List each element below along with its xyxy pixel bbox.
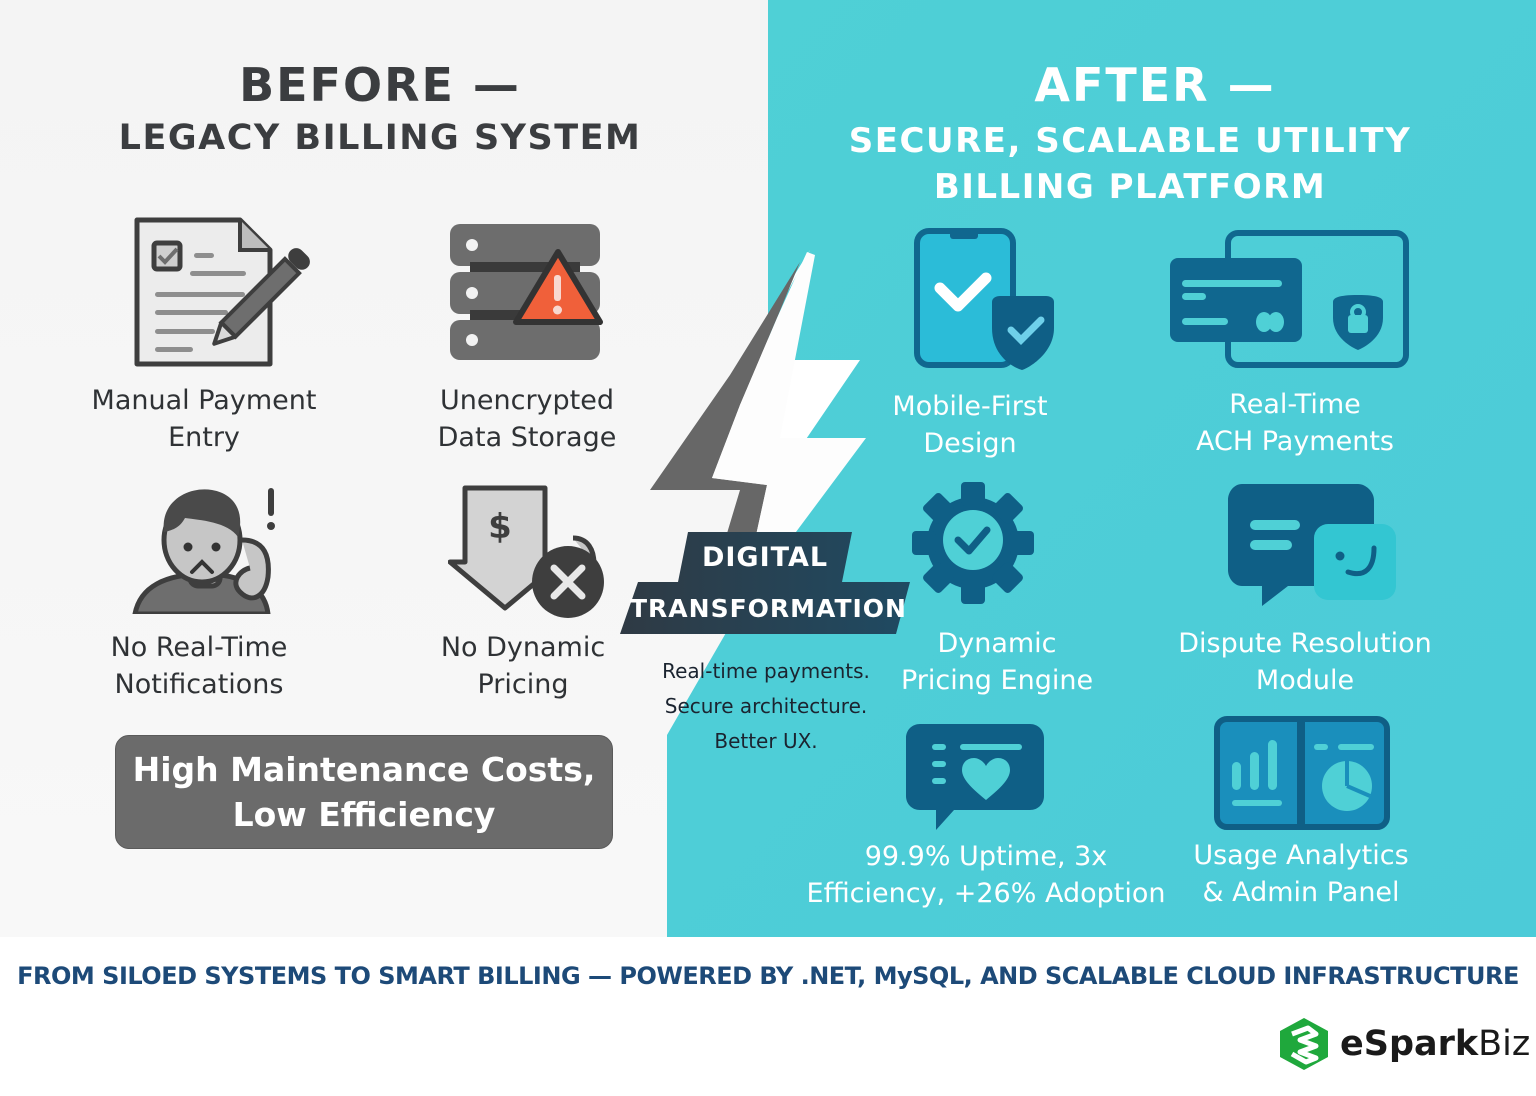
after-item-ach-payments: Real-Time ACH Payments <box>1170 386 1420 460</box>
transformation-tagline: Real-time payments. Secure architecture.… <box>630 654 902 759</box>
analytics-dashboard-icon <box>1214 716 1390 830</box>
label-line: & Admin Panel <box>1202 877 1400 908</box>
esparkbiz-logo-icon <box>1280 1018 1328 1070</box>
after-item-dynamic-pricing: Dynamic Pricing Engine <box>884 625 1110 699</box>
label-line: Pricing Engine <box>900 665 1094 696</box>
label-line: Pricing <box>477 669 569 700</box>
after-subtitle-line1: SECURE, SCALABLE UTILITY <box>848 121 1412 161</box>
before-subtitle: LEGACY BILLING SYSTEM <box>118 118 642 158</box>
label-line: Data Storage <box>437 422 617 453</box>
label-line: Mobile-First <box>892 391 1048 422</box>
document-pencil-icon <box>134 217 310 367</box>
svg-text:$: $ <box>488 507 512 547</box>
after-item-mobile-first: Mobile-First Design <box>860 388 1080 462</box>
after-item-uptime-metrics: 99.9% Uptime, 3x Efficiency, +26% Adopti… <box>782 838 1190 912</box>
label-line: Dynamic <box>937 628 1057 659</box>
before-item-no-notifications: No Real-Time Notifications <box>70 629 328 703</box>
after-item-dispute-resolution: Dispute Resolution Module <box>1160 625 1450 699</box>
label-line: Usage Analytics <box>1193 840 1409 871</box>
brand-name-bold: eSpark <box>1340 1024 1479 1064</box>
label-line: Real-Time <box>1229 389 1361 420</box>
before-item-manual-payment: Manual Payment Entry <box>70 382 338 456</box>
badge-line-digital: DIGITAL <box>701 542 829 573</box>
tagline-line2: Secure architecture. <box>664 694 868 718</box>
label-line: Notifications <box>114 669 284 700</box>
label-line: Module <box>1255 665 1355 696</box>
price-down-x-icon: $ <box>448 485 604 618</box>
footer-tagline: FROM SILOED SYSTEMS TO SMART BILLING — P… <box>17 962 1519 990</box>
after-title: AFTER — <box>1034 58 1276 112</box>
label-line: Manual Payment <box>91 385 317 416</box>
after-item-usage-analytics: Usage Analytics & Admin Panel <box>1176 837 1426 911</box>
label-line: ACH Payments <box>1195 426 1394 457</box>
brand-name: eSparkBiz <box>1340 1024 1530 1064</box>
before-title: BEFORE — <box>239 58 521 112</box>
after-subtitle-line2: BILLING PLATFORM <box>933 167 1327 207</box>
label-line: No Real-Time <box>110 632 288 663</box>
brand-name-regular: Biz <box>1478 1024 1531 1064</box>
lightning-bolt-icon <box>650 250 866 540</box>
label-line: Entry <box>168 422 240 453</box>
server-warning-icon <box>450 224 603 360</box>
label-line: No Dynamic <box>440 632 606 663</box>
label-line: 99.9% Uptime, 3x <box>864 841 1108 872</box>
before-item-unencrypted-storage: Unencrypted Data Storage <box>400 382 654 456</box>
tagline-line1: Real-time payments. <box>662 659 870 683</box>
digital-transformation-badge <box>620 532 910 634</box>
maintenance-line1: High Maintenance Costs, <box>132 750 596 789</box>
exclamation-icon <box>267 488 275 530</box>
label-line: Design <box>923 428 1017 459</box>
confused-person-icon <box>132 489 271 614</box>
maintenance-cost-box: High Maintenance Costs, Low Efficiency <box>115 735 613 849</box>
chat-heart-icon <box>906 724 1044 830</box>
chat-smile-icon <box>1228 484 1396 606</box>
label-line: Efficiency, +26% Adoption <box>806 878 1166 909</box>
mobile-shield-icon <box>914 228 1054 370</box>
badge-line-transformation: TRANSFORMATION <box>630 594 907 623</box>
gear-check-icon <box>912 482 1034 604</box>
maintenance-line2: Low Efficiency <box>232 795 496 834</box>
before-item-no-dynamic-pricing: No Dynamic Pricing <box>410 629 636 703</box>
tagline-line3: Better UX. <box>714 729 818 753</box>
after-subtitle: SECURE, SCALABLE UTILITY BILLING PLATFOR… <box>820 118 1440 210</box>
label-line: Dispute Resolution <box>1178 628 1432 659</box>
label-line: Unencrypted <box>440 385 614 416</box>
card-lock-icon <box>1170 230 1409 368</box>
